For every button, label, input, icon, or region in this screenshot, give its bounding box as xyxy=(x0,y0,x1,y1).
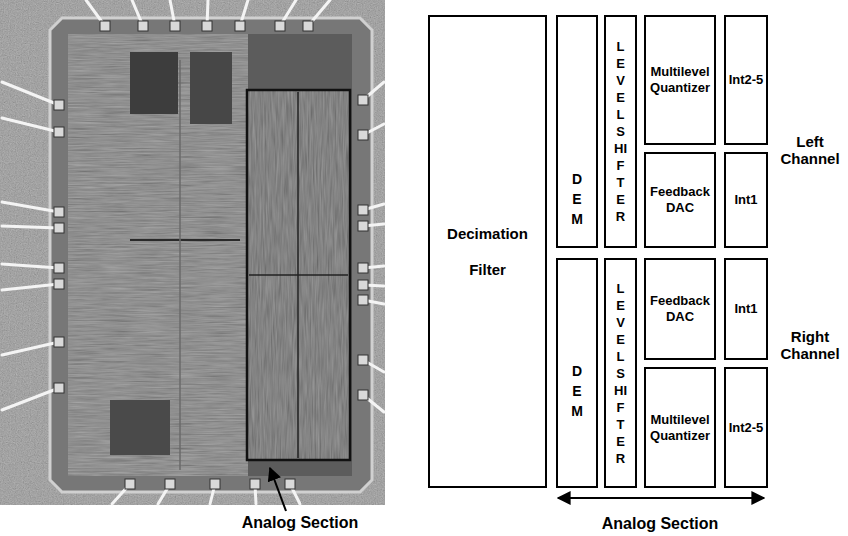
metal-trace xyxy=(179,60,181,470)
bond-pad xyxy=(358,295,368,305)
block-box: Multilevel Quantizer xyxy=(644,15,716,145)
section-label: Analog Section xyxy=(242,514,358,532)
bond-pad xyxy=(303,21,313,31)
block-label: Int1 xyxy=(734,192,757,208)
channel-label: Right Channel xyxy=(773,328,847,363)
bond-pads xyxy=(54,21,368,489)
vertical-label: DEM xyxy=(570,169,584,229)
bond-pad xyxy=(358,95,368,105)
photo-grain xyxy=(0,0,385,505)
analog-section-outline xyxy=(247,90,350,460)
vertical-label: DEM xyxy=(570,361,584,421)
block-label: Multilevel Quantizer xyxy=(648,64,712,95)
vertical-block: LEVEL SHIFTER xyxy=(604,15,637,248)
block-box: Decimation Filter xyxy=(428,15,547,488)
bond-wire xyxy=(2,264,59,268)
bond-wire xyxy=(2,342,59,355)
block-label: Int1 xyxy=(734,301,757,317)
analog-region xyxy=(247,90,350,460)
metal-trace xyxy=(130,239,240,241)
block-label: Multilevel Quantizer xyxy=(648,412,712,443)
bond-pad xyxy=(54,207,64,217)
bond-pad xyxy=(275,21,285,31)
block-label: Feedback DAC xyxy=(648,184,712,215)
bond-pad xyxy=(54,279,64,289)
bond-pad xyxy=(358,280,368,290)
bond-wire xyxy=(2,202,59,212)
bond-wire xyxy=(2,82,59,105)
vertical-label: LEVEL SHIFTER xyxy=(614,38,627,225)
bond-wire xyxy=(2,118,59,132)
block-box: Multilevel Quantizer xyxy=(644,367,716,488)
channel-label: Left Channel xyxy=(773,133,847,168)
bond-pad xyxy=(170,21,180,31)
memory-block xyxy=(190,52,232,124)
span-arrow xyxy=(558,497,764,499)
bond-wire xyxy=(2,388,59,410)
memory-block xyxy=(130,52,178,114)
bond-pad xyxy=(138,21,148,31)
bond-pad xyxy=(54,127,64,137)
bond-pad xyxy=(358,205,368,215)
bond-pad xyxy=(54,383,64,393)
block-label: Decimation Filter xyxy=(442,216,534,288)
block-label: Int2-5 xyxy=(729,420,764,436)
bond-pad xyxy=(235,21,245,31)
bond-wires xyxy=(2,0,384,504)
bond-pad xyxy=(358,390,368,400)
bond-wire xyxy=(2,226,59,228)
bond-pad xyxy=(210,479,220,489)
vertical-block: LEVEL SHIFTER xyxy=(604,258,637,488)
block-box: Int1 xyxy=(724,258,768,360)
bond-wire xyxy=(2,284,59,290)
block-box: Feedback DAC xyxy=(644,258,716,360)
block-label: Int2-5 xyxy=(729,72,764,88)
block-box: Int2-5 xyxy=(724,367,768,488)
die-core xyxy=(68,34,352,476)
bond-pad xyxy=(165,479,175,489)
analog-texture xyxy=(247,90,350,460)
bond-pad xyxy=(54,223,64,233)
photo-background xyxy=(0,0,385,505)
section-label: Analog Section xyxy=(602,515,718,533)
bond-pad xyxy=(358,355,368,365)
bond-pad xyxy=(125,479,135,489)
vertical-block: DEM xyxy=(556,258,598,488)
block-box: Int2-5 xyxy=(724,15,768,145)
metal-trace xyxy=(249,274,348,276)
bond-pad xyxy=(202,21,212,31)
bond-pad xyxy=(100,21,110,31)
block-box: Int1 xyxy=(724,152,768,248)
bond-pad xyxy=(358,130,368,140)
bond-pad xyxy=(54,100,64,110)
bond-pad xyxy=(358,263,368,273)
bond-pad xyxy=(250,479,260,489)
callout-arrow xyxy=(270,468,286,511)
vertical-label: LEVEL SHIFTER xyxy=(614,280,627,467)
block-box: Feedback DAC xyxy=(644,152,716,248)
block-label: Feedback DAC xyxy=(648,293,712,324)
vertical-block: DEM xyxy=(556,15,598,248)
logic-block xyxy=(110,400,170,455)
chip-frame xyxy=(50,18,372,492)
bond-pad xyxy=(285,479,295,489)
bond-pad xyxy=(54,337,64,347)
bond-pad xyxy=(54,263,64,273)
digital-texture xyxy=(68,34,248,476)
bond-pad xyxy=(358,221,368,231)
